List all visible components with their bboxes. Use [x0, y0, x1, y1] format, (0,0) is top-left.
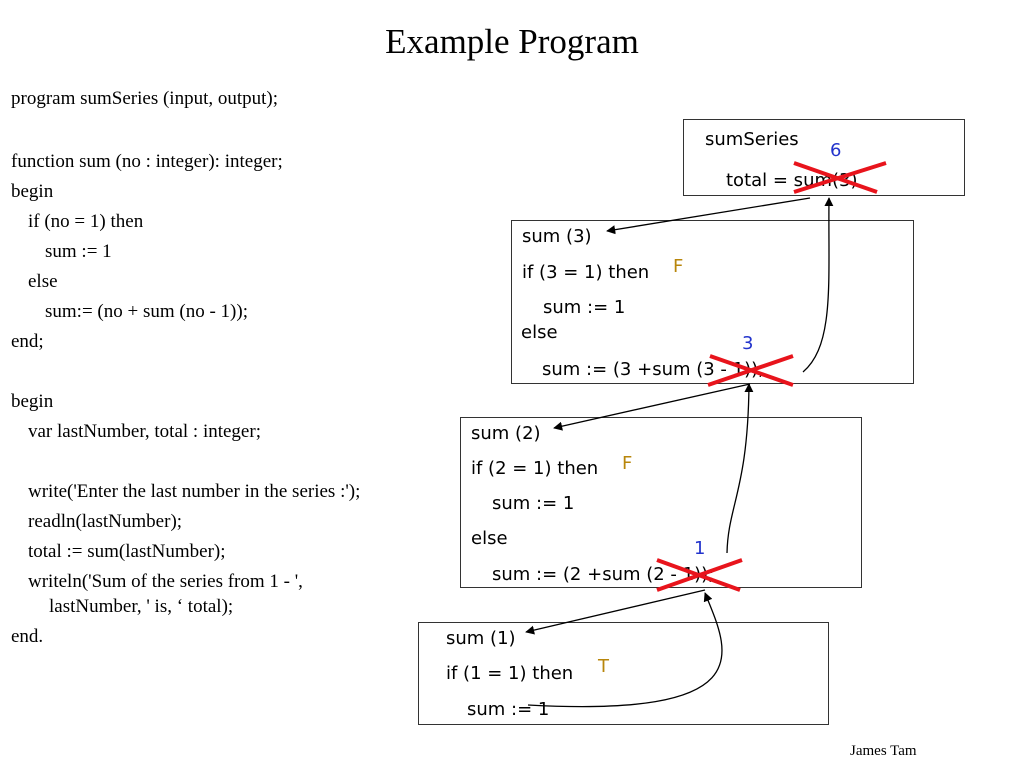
cross-mark [707, 354, 794, 387]
return-value-label: 1 [694, 538, 706, 559]
call-arrow [606, 197, 811, 235]
code-line: total := sum(lastNumber); [28, 541, 226, 562]
code-line: lastNumber, ' is, ‘ total); [49, 596, 234, 617]
frame-then: sum := 1 [467, 699, 550, 720]
code-line: readln(lastNumber); [28, 511, 183, 532]
condition-result-label: F [622, 453, 633, 474]
condition-result-label: F [673, 256, 684, 277]
frame-header: sum (2) [471, 423, 541, 444]
frame-then: sum := 1 [492, 493, 575, 514]
frame-name: sumSeries [705, 129, 799, 150]
code-line: end; [11, 331, 44, 352]
cross-mark [656, 558, 743, 592]
code-line: var lastNumber, total : integer; [28, 421, 261, 442]
cross-out-marks [656, 161, 887, 592]
condition-result-label: T [598, 656, 609, 677]
code-line: if (no = 1) then [28, 211, 144, 232]
return-arrow [527, 592, 723, 708]
frame-header: sum (3) [522, 226, 592, 247]
cross-mark [793, 161, 887, 194]
frame-condition: if (1 = 1) then [446, 663, 574, 684]
frame-sum2: sum (2) if (2 = 1) then sum := 1 else su… [460, 417, 862, 588]
frame-else: else [471, 528, 508, 549]
frame-header: sum (1) [446, 628, 516, 649]
return-arrow [726, 383, 754, 554]
code-line: program sumSeries (input, output); [11, 88, 279, 109]
call-arrow [525, 589, 706, 635]
code-line: sum:= (no + sum (no - 1)); [45, 301, 248, 322]
call-arrow [553, 383, 751, 431]
frame-then: sum := 1 [543, 297, 626, 318]
return-value-label: 3 [742, 333, 754, 354]
footer-author: James Tam [850, 743, 917, 759]
return-arrows [527, 197, 834, 708]
code-line: else [28, 271, 58, 292]
frame-condition: if (3 = 1) then [522, 262, 650, 283]
code-line: writeln('Sum of the series from 1 - ', [28, 571, 303, 592]
code-line: write('Enter the last number in the seri… [28, 481, 361, 502]
return-arrow [802, 197, 834, 373]
code-line: sum := 1 [45, 241, 112, 262]
frame-else: else [521, 322, 558, 343]
call-arrows [525, 197, 811, 635]
code-line: begin [11, 391, 54, 412]
return-value-label: 6 [830, 140, 842, 161]
frame-sum1: sum (1) if (1 = 1) then sum := 1 [418, 622, 829, 725]
frame-recursive-call: sum := (3 +sum (3 - 1)); [542, 359, 765, 380]
page-title: Example Program [385, 22, 639, 61]
code-line: end. [11, 626, 44, 647]
code-line: begin [11, 181, 54, 202]
frame-condition: if (2 = 1) then [471, 458, 599, 479]
code-line: function sum (no : integer): integer; [11, 151, 283, 172]
